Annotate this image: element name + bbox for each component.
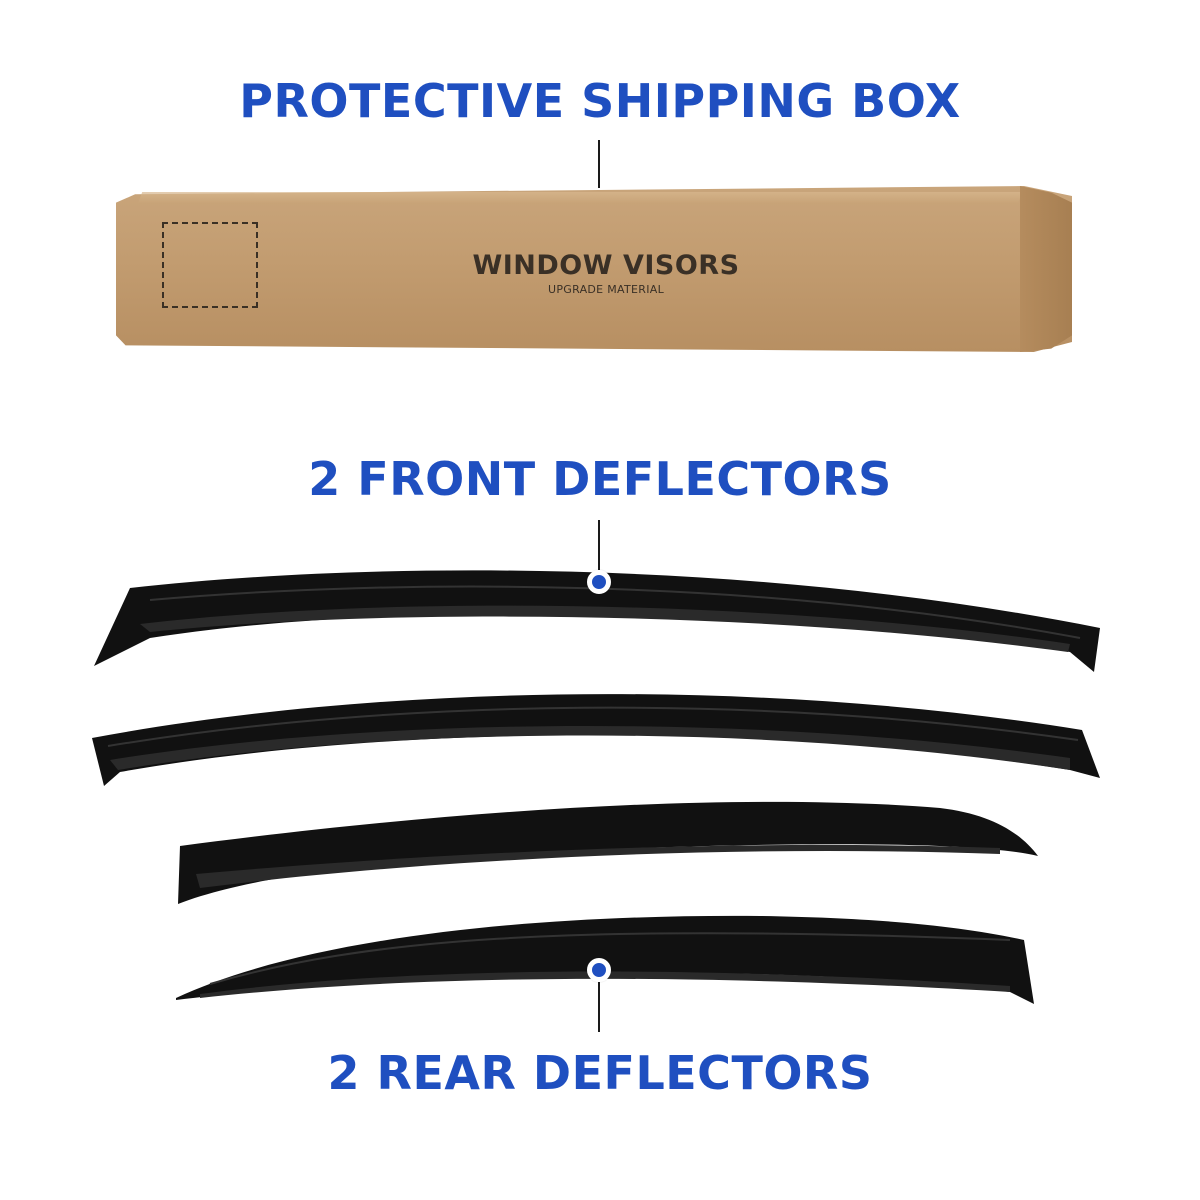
box-top-edge xyxy=(137,192,1023,204)
box-title: WINDOW VISORS xyxy=(472,250,740,281)
box-end-flap xyxy=(1020,186,1072,352)
box-stamp-outline xyxy=(162,222,258,308)
callout-line-rear xyxy=(598,982,600,1032)
heading-rear-deflectors: 2 REAR DEFLECTORS xyxy=(327,1046,873,1100)
shipping-box-image: WINDOW VISORS UPGRADE MATERIAL xyxy=(116,186,1072,352)
callout-line-box xyxy=(598,140,600,188)
callout-line-front xyxy=(598,520,600,570)
heading-protective-shipping-box: PROTECTIVE SHIPPING BOX xyxy=(239,74,961,128)
heading-front-deflectors: 2 FRONT DEFLECTORS xyxy=(308,452,892,506)
callout-dot-front xyxy=(587,570,611,594)
box-face xyxy=(116,186,1072,352)
box-subtitle: UPGRADE MATERIAL xyxy=(547,283,665,296)
callout-dot-rear xyxy=(587,958,611,982)
front-deflector-2 xyxy=(92,694,1100,786)
rear-deflector-1 xyxy=(178,801,1038,904)
